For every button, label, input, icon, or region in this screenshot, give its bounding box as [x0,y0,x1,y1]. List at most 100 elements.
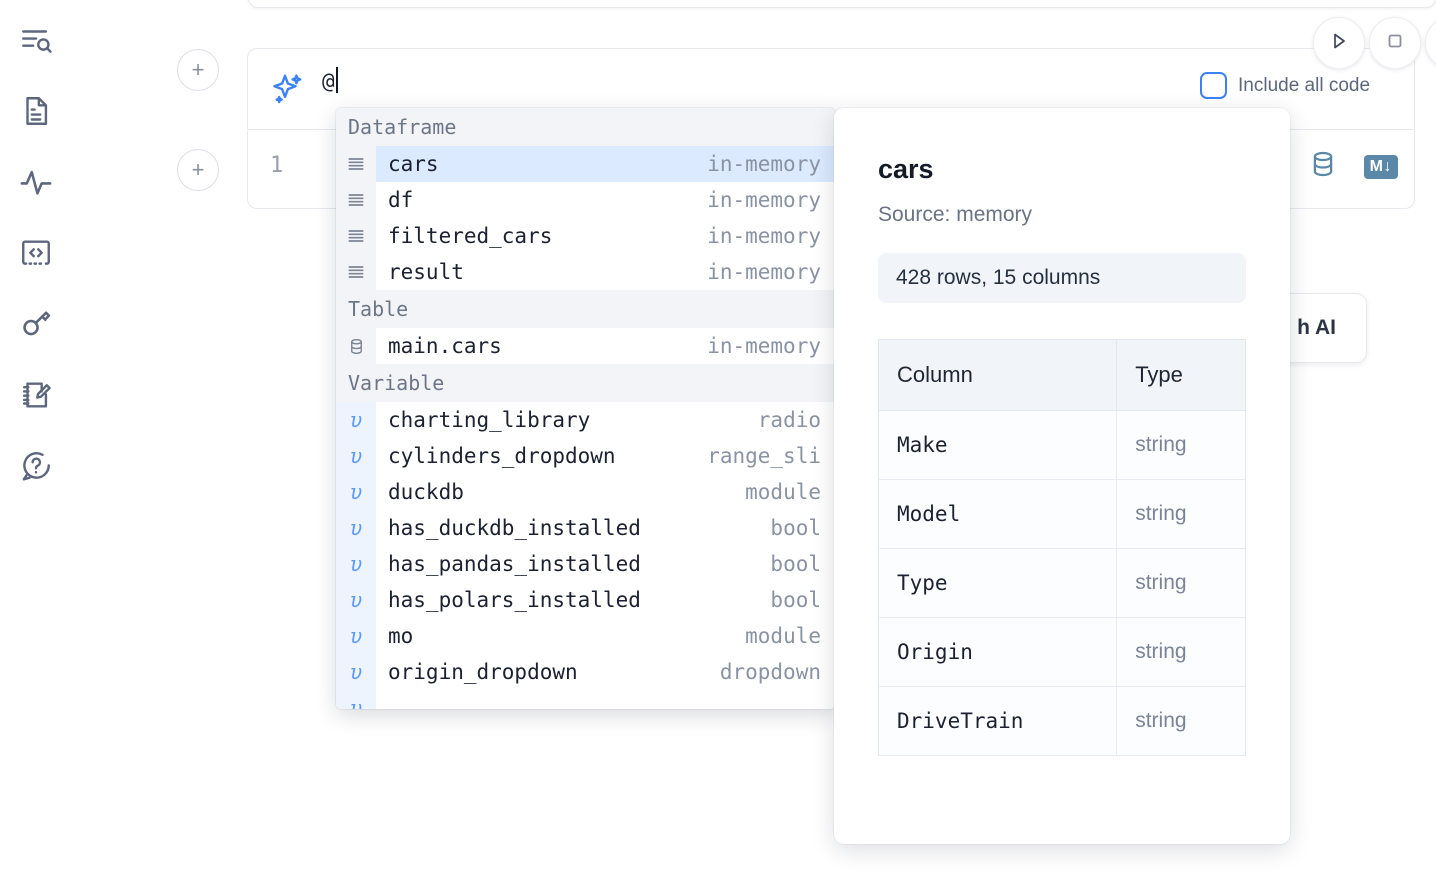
upper-panel-edge [248,0,1436,8]
autocomplete-item-cell: mo module [376,618,835,654]
autocomplete-item-cell [376,690,835,709]
autocomplete-item-kind: range_sli [707,444,821,468]
table-rows-icon [336,146,376,182]
stop-button[interactable] [1369,17,1421,69]
autocomplete-item[interactable]: υ cylinders_dropdown range_sli [336,438,835,474]
database-icon[interactable] [1308,149,1338,184]
upsilon-icon: υ [336,690,376,709]
ai-prompt-input[interactable]: @ [322,67,338,93]
autocomplete-item[interactable]: υ has_polars_installed bool [336,582,835,618]
table-rows-icon [336,254,376,290]
table-rows-icon [336,218,376,254]
schema-column-name: Make [878,410,1118,480]
autocomplete-group-header: Dataframe [336,108,835,146]
schema-column-type: string [1116,479,1246,549]
add-cell-below-button[interactable]: + [177,149,219,191]
autocomplete-item-kind: module [745,480,821,504]
line-number: 1 [270,153,284,178]
autocomplete-item-name: mo [388,624,414,648]
schema-column-type: string [1116,617,1246,687]
autocomplete-group-header: Variable [336,364,835,402]
key-icon[interactable] [14,302,58,346]
autocomplete-item-name: duckdb [388,480,464,504]
upsilon-icon: υ [336,402,376,438]
autocomplete-item-cell: has_polars_installed bool [376,582,835,618]
autocomplete-item-cell: filtered_cars in-memory [376,218,835,254]
autocomplete-item-cell: cylinders_dropdown range_sli [376,438,835,474]
autocomplete-item-clipped[interactable]: υ [336,690,835,709]
upsilon-icon: υ [336,474,376,510]
upsilon-icon: υ [336,438,376,474]
schema-column-type: string [1116,410,1246,480]
run-button[interactable] [1313,17,1365,69]
autocomplete-item-name: charting_library [388,408,591,432]
autocomplete-item-kind: in-memory [707,334,821,358]
include-all-code-checkbox[interactable]: Include all code [1200,72,1370,99]
schema-header-cell: Column [878,339,1118,411]
activity-icon[interactable] [14,160,58,204]
schema-header-cell: Type [1116,339,1246,411]
autocomplete-item-kind: in-memory [707,260,821,284]
text-caret [335,67,338,93]
upsilon-icon: υ [336,618,376,654]
schema-column-name: DriveTrain [878,686,1118,756]
autocomplete-item-name: main.cars [388,334,502,358]
autocomplete-item-kind: bool [770,516,821,540]
include-all-code-label: Include all code [1238,74,1371,96]
table-rows-icon [336,182,376,218]
upsilon-icon: υ [336,654,376,690]
autocomplete-item-kind: in-memory [707,152,821,176]
schema-column-name: Model [878,479,1118,549]
overflow-button[interactable] [1425,17,1436,69]
autocomplete-item-kind: module [745,624,821,648]
autocomplete-item-name: has_duckdb_installed [388,516,641,540]
autocomplete-item-name: has_pandas_installed [388,552,641,576]
autocomplete-item-name: cylinders_dropdown [388,444,616,468]
autocomplete-item-kind: bool [770,588,821,612]
stop-square-icon [1383,29,1407,58]
upsilon-icon: υ [336,510,376,546]
autocomplete-item[interactable]: main.cars in-memory [336,328,835,364]
autocomplete-item-cell: main.cars in-memory [376,328,835,364]
upsilon-icon: υ [336,582,376,618]
document-icon[interactable] [14,89,58,133]
autocomplete-item-name: df [388,188,414,212]
autocomplete-item[interactable]: filtered_cars in-memory [336,218,835,254]
help-bubble-icon[interactable] [14,444,58,488]
search-outline-icon[interactable] [14,18,58,62]
schema-column-type: string [1116,686,1246,756]
autocomplete-item[interactable]: υ has_duckdb_installed bool [336,510,835,546]
autocomplete-group-header: Table [336,290,835,328]
add-cell-above-button[interactable]: + [177,49,219,91]
checkbox-box[interactable] [1200,72,1227,99]
notebook-pencil-icon[interactable] [14,373,58,417]
code-brackets-icon[interactable] [14,231,58,275]
markdown-badge[interactable]: M↓ [1363,154,1398,179]
autocomplete-item-kind: in-memory [707,224,821,248]
autocomplete-item-kind: dropdown [719,660,821,684]
autocomplete-item-name: has_polars_installed [388,588,641,612]
detail-source: Source: memory [878,203,1033,226]
autocomplete-item-name: filtered_cars [388,224,553,248]
